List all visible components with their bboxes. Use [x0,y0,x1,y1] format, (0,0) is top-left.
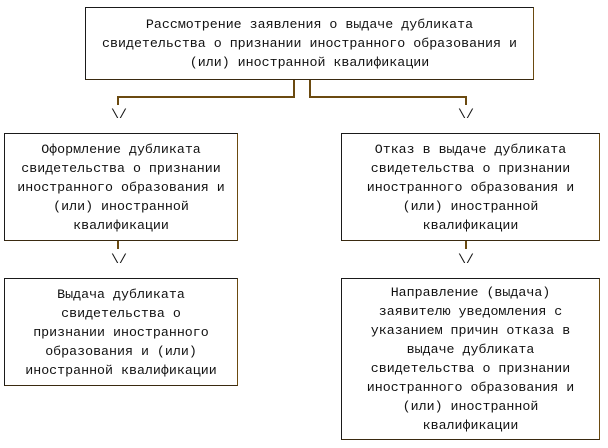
box-refusal: Отказ в выдаче дубликата свидетельства о… [341,133,600,241]
box-notify-refusal: Направление (выдача) заявителю уведомлен… [341,278,600,440]
connector-left-lower [117,241,119,249]
box-review-application: Рассмотрение заявления о выдаче дубликат… [85,7,534,80]
connector-left-drop [117,96,119,105]
connector-right-horizontal [309,96,466,98]
arrow-down-icon: \/ [111,252,127,267]
arrow-down-icon: \/ [458,252,474,267]
connector-left-horizontal [117,96,294,98]
arrow-down-icon: \/ [111,107,127,122]
connector-right-drop [465,96,467,105]
connector-right-vertical [309,80,311,98]
box-prepare-duplicate: Оформление дубликата свидетельства о при… [4,133,238,241]
connector-left-vertical [293,80,295,98]
connector-right-lower [465,241,467,249]
box-issue-duplicate: Выдача дубликата свидетельства о признан… [4,278,238,386]
arrow-down-icon: \/ [458,107,474,122]
